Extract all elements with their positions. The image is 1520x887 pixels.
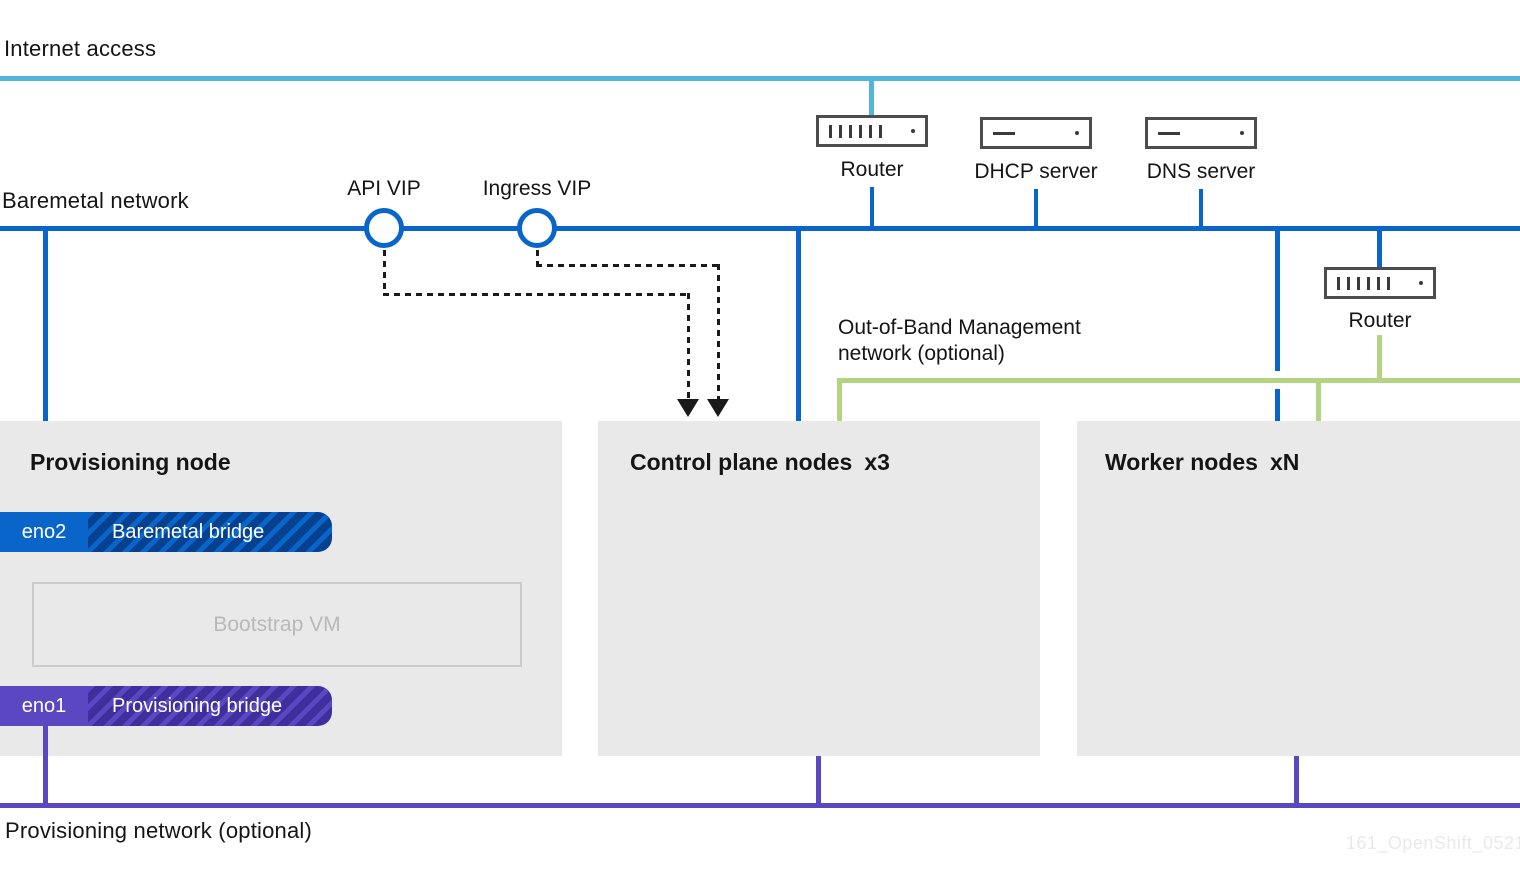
baremetal-to-router2-connector: [1377, 231, 1382, 267]
api-vip-route-segment: [383, 250, 386, 295]
control-plane-nodes-box: [598, 421, 1040, 756]
dns-server-icon: [1145, 117, 1257, 149]
ingress-vip-route-segment: [717, 264, 720, 399]
router-right-label: Router: [1348, 309, 1412, 332]
worker-nodes-multiplier: xN: [1269, 449, 1300, 475]
ingress-vip-route-segment: [536, 264, 720, 267]
dhcp-server-icon: [980, 117, 1092, 149]
worker-nodes-box: [1077, 421, 1520, 756]
controlplane-to-provisioning-net-connector: [816, 756, 821, 803]
router2-to-oob-connector: [1377, 335, 1382, 378]
router-top-label: Router: [840, 158, 904, 181]
eno1-provisioning-bridge-pill: eno1 Provisioning bridge: [0, 686, 332, 726]
api-vip-route-segment: [687, 293, 690, 399]
oob-network-label-line2: network (optional): [838, 342, 1005, 365]
ingress-vip-arrowhead: [707, 399, 729, 417]
baremetal-to-worker-connector: [1275, 389, 1280, 421]
eno2-baremetal-bridge-pill: eno2 Baremetal bridge: [0, 512, 332, 552]
dns-to-baremetal-connector: [1199, 189, 1203, 228]
control-plane-title-text: Control plane nodes: [630, 449, 853, 475]
eno1-to-provisioning-net-connector: [43, 726, 48, 803]
internet-to-router-connector: [869, 81, 874, 115]
provisioning-network-line: [0, 803, 1520, 808]
oob-to-worker-connector: [1316, 383, 1321, 421]
internet-network-line: [0, 76, 1520, 81]
router-right-icon: [1324, 267, 1436, 299]
bootstrap-vm-box: Bootstrap VM: [32, 582, 522, 667]
watermark-text: 161_OpenShift_0521: [1345, 833, 1520, 853]
api-vip-arrowhead: [677, 399, 699, 417]
eno1-nic-label: eno1: [0, 686, 88, 726]
oob-network-line: [837, 378, 1520, 383]
baremetal-bridge-label: Baremetal bridge: [88, 512, 332, 552]
worker-nodes-title: Worker nodes xN: [1105, 449, 1299, 476]
baremetal-to-worker-connector: [1275, 231, 1280, 371]
eno2-nic-label: eno2: [0, 512, 88, 552]
router-icon: [816, 115, 928, 147]
worker-to-provisioning-net-connector: [1294, 756, 1299, 803]
oob-to-controlplane-connector: [837, 378, 842, 421]
ingress-vip-label: Ingress VIP: [482, 177, 592, 200]
ingress-vip-node: [517, 208, 557, 248]
dns-server-label: DNS server: [1146, 160, 1256, 183]
bootstrap-vm-label: Bootstrap VM: [213, 612, 341, 636]
oob-network-label: Out-of-Band Management network (optional…: [838, 315, 1081, 367]
api-vip-route-segment: [383, 293, 690, 296]
provisioning-network-label: Provisioning network (optional): [5, 818, 313, 843]
provisioning-bridge-label: Provisioning bridge: [88, 686, 332, 726]
router-to-baremetal-connector: [870, 187, 874, 228]
api-vip-label: API VIP: [347, 177, 421, 200]
api-vip-node: [364, 208, 404, 248]
baremetal-network-label: Baremetal network: [2, 188, 189, 213]
internet-access-label: Internet access: [4, 36, 157, 61]
oob-network-label-line1: Out-of-Band Management: [838, 316, 1081, 339]
control-plane-multiplier: x3: [864, 449, 890, 475]
ingress-vip-route-segment: [536, 250, 539, 266]
control-plane-title: Control plane nodes x3: [630, 449, 890, 476]
baremetal-to-provisioning-connector: [43, 231, 48, 446]
worker-nodes-title-text: Worker nodes: [1105, 449, 1258, 475]
baremetal-to-controlplane-connector: [796, 231, 801, 421]
dhcp-server-label: DHCP server: [974, 160, 1098, 183]
dhcp-to-baremetal-connector: [1034, 189, 1038, 228]
provisioning-node-title: Provisioning node: [30, 449, 231, 475]
baremetal-network-line: [0, 226, 1520, 231]
